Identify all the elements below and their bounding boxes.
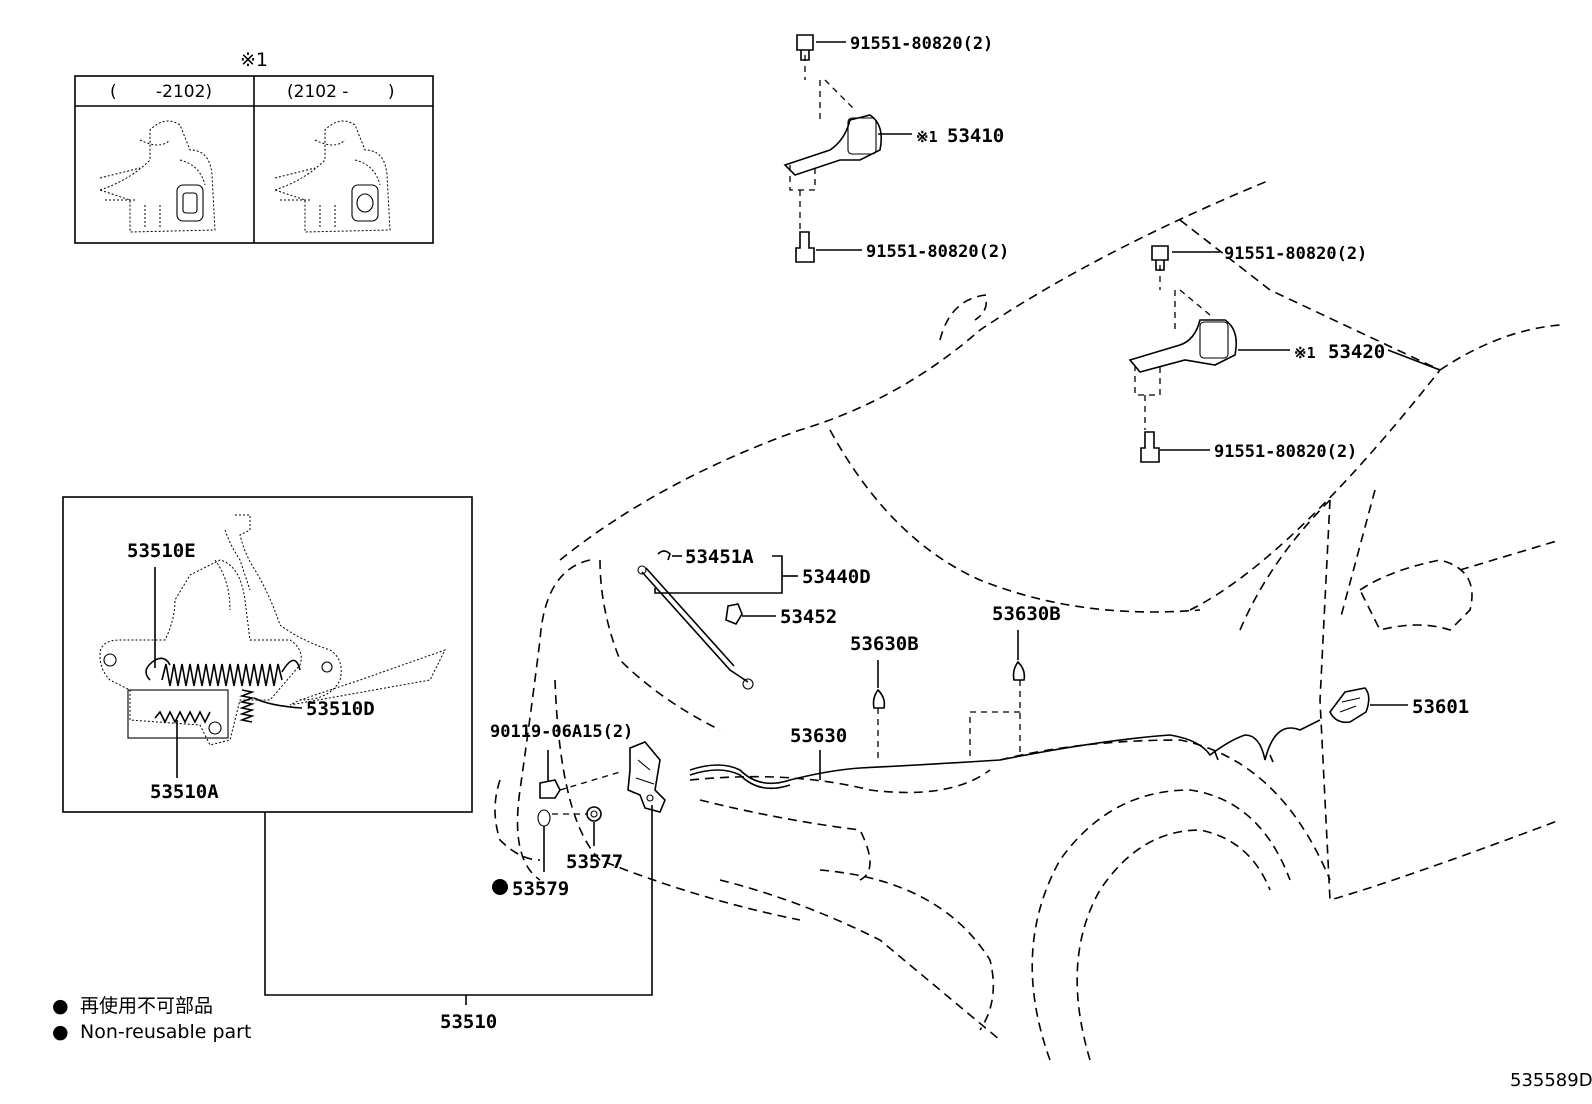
clip-53451a-icon: [657, 550, 671, 561]
inset-right-header: (2102 - ): [287, 82, 394, 102]
label-53410-star: ※1: [916, 128, 938, 146]
label-53630: 53630: [790, 725, 847, 747]
label-bolt-c: 91551-80820(2): [1224, 244, 1367, 264]
clamp-53630b-1-icon: [872, 688, 886, 709]
release-cable-53630: [689, 660, 1321, 790]
latch-sketch-old: [98, 120, 216, 233]
label-53630b-1: 53630B: [850, 633, 919, 655]
bolt-90119-icon: [539, 779, 561, 799]
clamp-53630b-2-icon: [1012, 660, 1026, 681]
spring-53510d-icon: [239, 689, 255, 723]
legend-bullet-en: ●: [52, 1021, 69, 1043]
label-53510a: 53510A: [150, 781, 219, 803]
bolt-icon: [796, 34, 814, 61]
label-bolt-d: 91551-80820(2): [1214, 442, 1357, 462]
cushion-53577-icon: [586, 806, 602, 822]
hood-lock-53510: [537, 741, 666, 827]
legend-jp-text: 再使用不可部品: [80, 995, 213, 1017]
label-53420: 53420: [1328, 341, 1385, 363]
label-53410: 53410: [947, 125, 1004, 147]
non-reusable-mark-icon: [492, 879, 508, 895]
label-53577: 53577: [566, 851, 623, 873]
bolt-icon: [1140, 431, 1160, 463]
inset-marker: ※1: [240, 49, 268, 71]
label-90119: 90119-06A15(2): [490, 722, 633, 742]
label-53601: 53601: [1412, 696, 1469, 718]
bolt-icon: [795, 231, 815, 263]
label-53440d: 53440D: [802, 566, 871, 588]
label-53451a: 53451A: [685, 546, 754, 568]
label-53510e: 53510E: [127, 540, 196, 562]
vehicle-outline: [494, 179, 1561, 1061]
label-53510d: 53510D: [306, 698, 375, 720]
revision-inset: ※1 ( -2102) (2102 - ): [74, 49, 434, 244]
label-bolt-b: 91551-80820(2): [866, 242, 1009, 262]
legend-en-text: Non-reusable part: [80, 1021, 251, 1043]
latch-detail-box: [62, 496, 473, 813]
diagram-id: 535589D: [1510, 1070, 1592, 1091]
release-lever-53601: [1329, 687, 1370, 724]
cushion-53579-icon: [537, 809, 551, 827]
spring-53510e-icon: [161, 663, 283, 687]
hinge-53420: [1128, 245, 1238, 463]
hood-support-rod: [637, 550, 754, 690]
label-53630b-2: 53630B: [992, 603, 1061, 625]
inset-left-header: ( -2102): [110, 82, 212, 102]
bolt-icon: [1151, 245, 1169, 271]
grommet-53452-icon: [725, 603, 743, 625]
latch-sketch-new: [273, 120, 391, 233]
legend: ● 再使用不可部品 ● Non-reusable part: [52, 995, 251, 1043]
label-53420-star: ※1: [1294, 344, 1316, 362]
label-bolt-a: 91551-80820(2): [850, 34, 993, 54]
spring-53510a-icon: [154, 710, 211, 724]
label-53510: 53510: [440, 1011, 497, 1033]
label-53579: 53579: [512, 878, 569, 900]
hinge-53410: [783, 34, 883, 263]
label-53452: 53452: [780, 606, 837, 628]
legend-bullet-jp: ●: [52, 995, 69, 1017]
